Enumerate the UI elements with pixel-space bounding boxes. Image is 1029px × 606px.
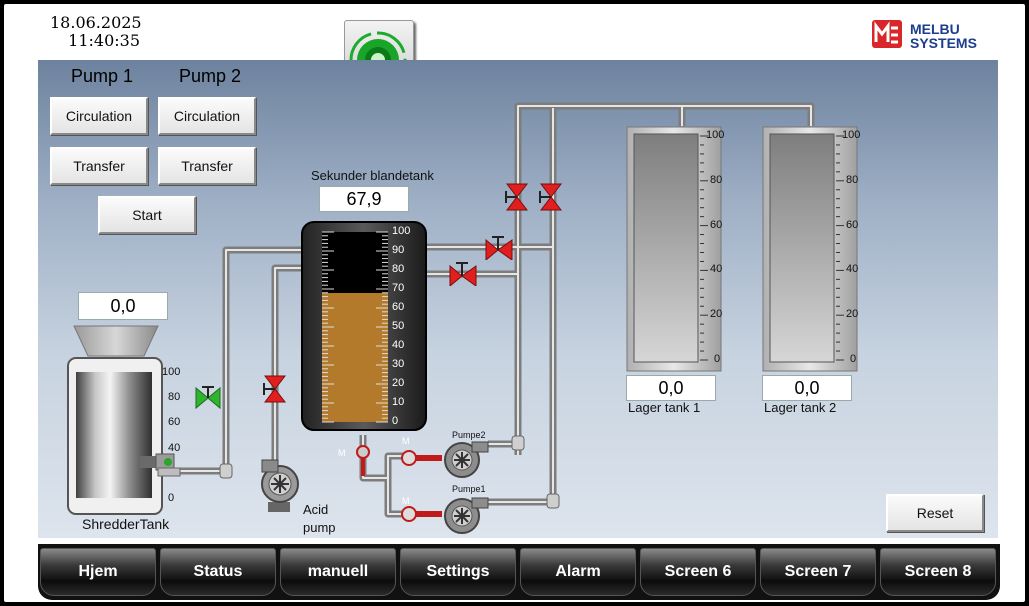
blend-upper-valve-closed-icon[interactable] — [484, 234, 514, 260]
shredder-scale-80: 80 — [168, 391, 181, 403]
melbu-logo-icon — [872, 20, 902, 48]
nav-screen-6[interactable]: Screen 6 — [640, 548, 756, 596]
blend-motor-label: M — [338, 448, 346, 458]
blend-lower-valve-closed-icon[interactable] — [448, 260, 478, 286]
date-time: 18.06.2025 11:40:35 — [50, 13, 142, 50]
storage-tank-scale-label: 20 — [846, 308, 859, 321]
blend-tank-liquid — [322, 292, 388, 422]
blend-tank-scale-label: 80 — [392, 263, 405, 275]
storage-tank-scale-label: 80 — [710, 173, 723, 186]
storage-tank-scale-label: 40 — [846, 263, 859, 276]
acid-pump-icon[interactable] — [260, 458, 306, 514]
time-text: 11:40:35 — [68, 31, 140, 50]
lager-tank-1-label: Lager tank 1 — [628, 400, 701, 415]
navigation-bar: Hjem Status manuell Settings Alarm Scree… — [38, 544, 1000, 600]
pumpe2-motor-label: M — [402, 436, 410, 446]
shredder-outlet-motor-icon — [140, 453, 181, 477]
process-panel: Pump 1 Pump 2 Circulation Circulation Tr… — [38, 60, 998, 538]
logo-line1: MELBU — [910, 21, 960, 37]
date-text: 18.06.2025 — [50, 13, 142, 32]
blend-tank-scale-label: 30 — [392, 358, 405, 370]
lager-tank-2-value: 0,0 — [762, 375, 852, 401]
shredder-label: ShredderTank — [82, 516, 170, 532]
storage-tank-scale-label: 0 — [850, 353, 857, 365]
acid-valve-closed-icon[interactable] — [262, 374, 288, 404]
nav-settings[interactable]: Settings — [400, 548, 516, 596]
pump1-transfer-button[interactable]: Transfer — [50, 147, 148, 185]
shredder-scale-0: 0 — [168, 492, 175, 504]
shredder-scale-60: 60 — [168, 416, 181, 428]
pump1-circulation-button[interactable]: Circulation — [50, 97, 148, 135]
blend-tank-title: Sekunder blandetank — [311, 168, 434, 183]
storage-tank-scale-label: 60 — [846, 218, 859, 231]
lager-tank-1-value: 0,0 — [626, 375, 716, 401]
pumpe1-icon[interactable] — [400, 496, 490, 536]
blend-tank-scale-label: 100 — [392, 225, 411, 237]
pumpe1-motor-label: M — [402, 496, 410, 506]
blend-tank-scale-label: 40 — [392, 339, 405, 351]
blend-tank — [301, 221, 427, 431]
storage-tank-scale-label: 100 — [706, 129, 725, 141]
pumpe1-label: Pumpe1 — [452, 484, 486, 494]
start-button[interactable]: Start — [98, 196, 196, 234]
storage-tank-scale-label: 40 — [710, 263, 723, 276]
blend-tank-scale-label: 60 — [392, 301, 405, 313]
nav-screen-7[interactable]: Screen 7 — [760, 548, 876, 596]
acid-pump-label-2: pump — [303, 520, 336, 535]
pump1-label: Pump 1 — [71, 66, 134, 86]
logo-line2: SYSTEMS — [910, 35, 977, 51]
header-valve-2-closed-icon[interactable] — [538, 182, 564, 212]
blend-tank-scale-label: 0 — [392, 415, 399, 427]
blend-tank-scale-label: 10 — [392, 396, 405, 408]
storage-tank-scale-label: 0 — [714, 353, 721, 365]
pumpe2-label: Pumpe2 — [452, 430, 486, 440]
storage-tank-graphic — [626, 126, 722, 372]
blend-outlet-motor-icon[interactable] — [354, 444, 374, 478]
pump2-circulation-button[interactable]: Circulation — [158, 97, 256, 135]
blend-tank-scale-label: 90 — [392, 244, 405, 256]
storage-tank-scale-label: 60 — [710, 218, 723, 231]
shredder-scale-40: 40 — [168, 442, 181, 454]
header-valve-1-closed-icon[interactable] — [504, 182, 530, 212]
shredder-valve-open-icon[interactable] — [194, 385, 224, 411]
storage-tank-scale-label: 20 — [710, 308, 723, 321]
nav-screen-8[interactable]: Screen 8 — [880, 548, 996, 596]
pump2-label: Pump 2 — [179, 66, 242, 86]
storage-tank-graphic — [762, 126, 858, 372]
shredder-value: 0,0 — [78, 292, 168, 320]
blend-tank-value: 67,9 — [319, 186, 409, 212]
nav-manuell[interactable]: manuell — [280, 548, 396, 596]
blend-tank-scale-label: 50 — [392, 320, 405, 332]
pumpe2-icon[interactable] — [400, 440, 490, 480]
acid-pump-label-1: Acid — [303, 502, 329, 517]
melbu-logo: MELBU SYSTEMS — [872, 18, 992, 52]
storage-tank-scale-label: 100 — [842, 129, 861, 141]
shredder-tank — [67, 325, 163, 515]
lager-tank-2: 100 80 60 40 20 0 — [762, 126, 861, 372]
reset-button[interactable]: Reset — [886, 494, 984, 532]
lager-tank-1: 100 80 60 40 20 0 — [626, 126, 725, 372]
blend-tank-scale-label: 70 — [392, 282, 405, 294]
blend-tank-scale-label: 20 — [392, 377, 405, 389]
storage-tank-scale-label: 80 — [846, 173, 859, 186]
lager-tank-2-label: Lager tank 2 — [764, 400, 837, 415]
nav-alarm[interactable]: Alarm — [520, 548, 636, 596]
nav-hjem[interactable]: Hjem — [40, 548, 156, 596]
shredder-scale-100: 100 — [162, 366, 181, 378]
pump2-transfer-button[interactable]: Transfer — [158, 147, 256, 185]
nav-status[interactable]: Status — [160, 548, 276, 596]
